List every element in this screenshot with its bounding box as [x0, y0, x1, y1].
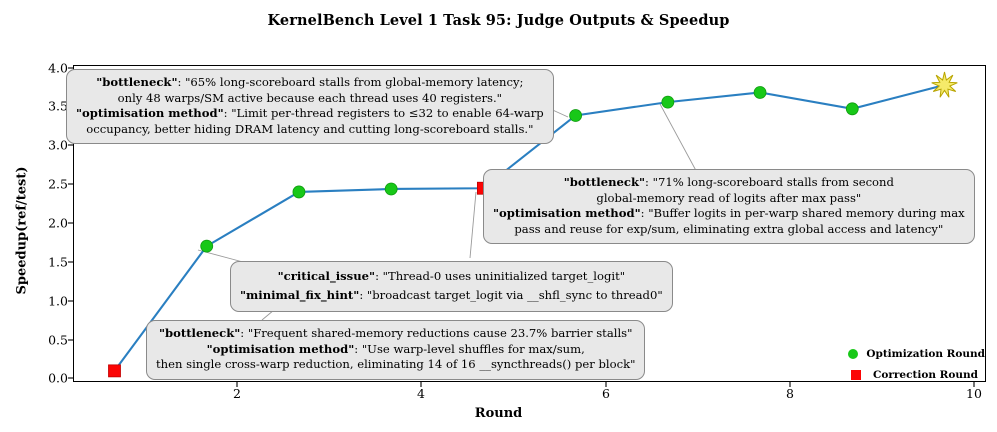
- annotation-text: : "broadcast target_logit via __shfl_syn…: [359, 287, 663, 302]
- legend-item-correction: Correction Round: [845, 364, 985, 385]
- y-axis-ticks: 4.0 3.5 3.0 2.5 2.0 1.5 1.0 0.5 0.0: [20, 0, 68, 432]
- annotation-line: "bottleneck": "65% long-scoreboard stall…: [76, 75, 544, 91]
- annotation-key: "optimisation method": [76, 106, 224, 121]
- plot-area: [73, 65, 986, 382]
- annotation-text: : "71% long-scoreboard stalls from secon…: [645, 175, 894, 189]
- legend-item-optimization: Optimization Round: [845, 343, 985, 364]
- annotation-key: "bottleneck": [96, 75, 178, 89]
- annotation-text: global-memory read of logits after max p…: [596, 190, 862, 205]
- annotation-text: occupancy, better hiding DRAM latency an…: [86, 121, 534, 136]
- annotation-text: : "Use warp-level shuffles for max/sum,: [354, 341, 585, 356]
- y-tick-0.0: 0.0: [48, 370, 68, 386]
- y-tick-1.0: 1.0: [48, 293, 68, 309]
- y-axis-label: Speedup(ref/test): [14, 166, 30, 295]
- y-tick-2.0: 2.0: [48, 215, 68, 231]
- annotation-box-barrier-stalls: "bottleneck": "Frequent shared-memory re…: [146, 320, 646, 380]
- annotation-line: "minimal_fix_hint": "broadcast target_lo…: [240, 288, 663, 304]
- annotation-box-bottleneck-logits: "bottleneck": "71% long-scoreboard stall…: [483, 169, 975, 245]
- legend-label: Correction Round: [873, 368, 978, 381]
- y-tick-4.0: 4.0: [48, 60, 68, 76]
- annotation-key: "optimisation method": [206, 341, 355, 356]
- annotation-line: "optimisation method": "Buffer logits in…: [493, 206, 965, 222]
- x-tick-2: 2: [233, 386, 241, 401]
- circle-marker-icon: [845, 348, 860, 359]
- annotation-line: "bottleneck": "Frequent shared-memory re…: [156, 326, 635, 342]
- y-tick-0.5: 0.5: [48, 332, 68, 348]
- annotation-line: "bottleneck": "71% long-scoreboard stall…: [493, 175, 965, 191]
- annotation-key: "minimal_fix_hint": [240, 287, 360, 302]
- annotation-line: occupancy, better hiding DRAM latency an…: [76, 122, 544, 138]
- annotation-line: then single cross-warp reduction, elimin…: [156, 357, 635, 373]
- page-title: KernelBench Level 1 Task 95: Judge Outpu…: [267, 12, 730, 29]
- annotation-text: then single cross-warp reduction, elimin…: [156, 357, 636, 372]
- y-tick-1.5: 1.5: [48, 254, 68, 270]
- annotation-line: only 48 warps/SM active because each thr…: [76, 91, 544, 107]
- y-tick-3.5: 3.5: [48, 98, 68, 114]
- annotation-text: only 48 warps/SM active because each thr…: [117, 90, 502, 105]
- annotation-line: "optimisation method": "Use warp-level s…: [156, 342, 635, 358]
- annotation-text: : "65% long-scoreboard stalls from globa…: [177, 75, 524, 89]
- annotation-key: "bottleneck": [563, 175, 646, 189]
- x-axis-ticks: 2 4 6 8 10: [0, 386, 997, 404]
- annotation-box-critical-issue: "critical_issue": "Thread-0 uses uniniti…: [230, 261, 673, 313]
- annotation-text: pass and reuse for exp/sum, eliminating …: [514, 221, 944, 236]
- x-tick-6: 6: [602, 386, 610, 401]
- annotation-key: "bottleneck": [158, 326, 241, 340]
- annotation-line: "critical_issue": "Thread-0 uses uniniti…: [240, 269, 663, 285]
- x-tick-4: 4: [417, 386, 425, 401]
- x-tick-10: 10: [966, 386, 982, 401]
- annotation-box-bottleneck-occupancy: "bottleneck": "65% long-scoreboard stall…: [66, 69, 554, 145]
- annotation-line: global-memory read of logits after max p…: [493, 191, 965, 207]
- annotation-text: : "Limit per-thread registers to ≤32 to …: [223, 106, 544, 121]
- x-axis-label: Round: [474, 406, 523, 421]
- chart-legend: Optimization Round Correction Round: [845, 343, 985, 385]
- square-marker-icon: [845, 369, 867, 380]
- annotation-key: "critical_issue": [277, 269, 376, 283]
- annotation-text: : "Buffer logits in per-warp shared memo…: [640, 206, 965, 221]
- annotation-line: "optimisation method": "Limit per-thread…: [76, 106, 544, 122]
- y-tick-3.0: 3.0: [48, 137, 68, 153]
- annotation-line: pass and reuse for exp/sum, eliminating …: [493, 222, 965, 238]
- annotation-text: : "Thread-0 uses uninitialized target_lo…: [375, 269, 626, 283]
- y-tick-2.5: 2.5: [48, 176, 68, 192]
- annotation-text: : "Frequent shared-memory reductions cau…: [240, 326, 633, 340]
- x-tick-8: 8: [786, 386, 794, 401]
- legend-label: Optimization Round: [866, 347, 985, 360]
- annotation-key: "optimisation method": [493, 206, 641, 221]
